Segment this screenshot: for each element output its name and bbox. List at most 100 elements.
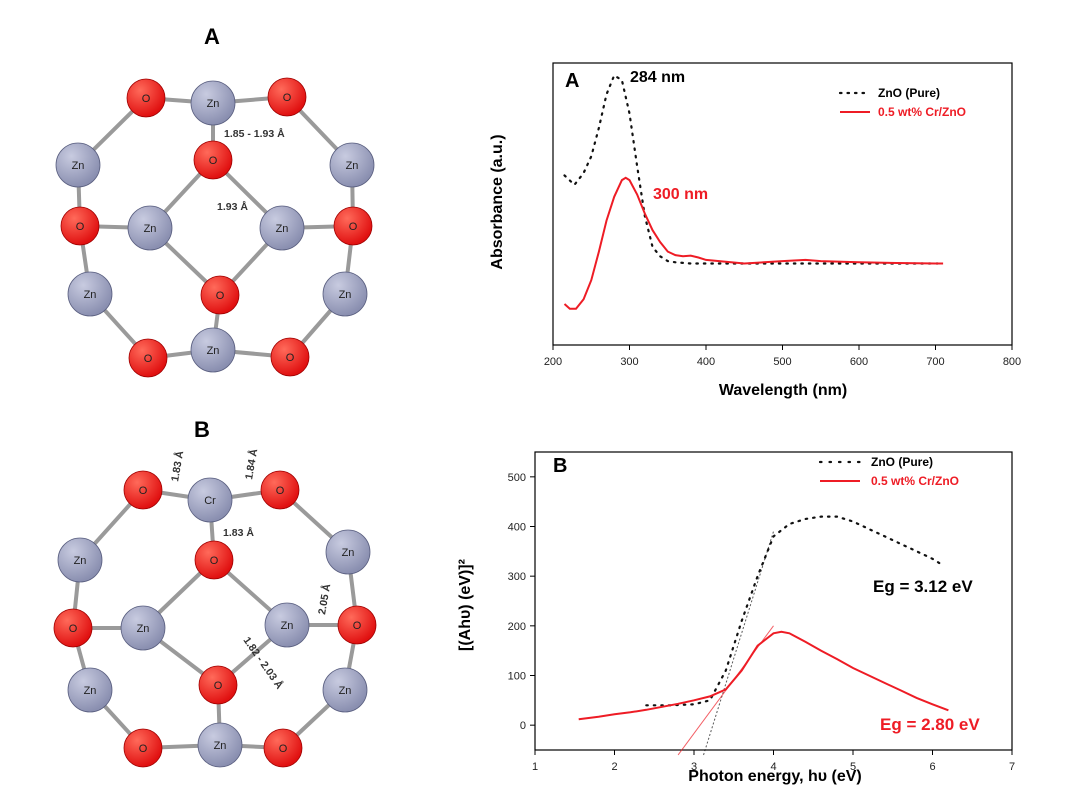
struct-a-atom-label: Zn: [207, 98, 220, 110]
struct-a-atom-oxygen: [270, 337, 310, 377]
struct-a-atom-metal: [190, 327, 236, 373]
chart-a-x-tick-label: 700: [926, 356, 944, 368]
struct-b-atom-label: Zn: [74, 555, 87, 567]
chart-b-y-tick-label: 0: [520, 720, 526, 732]
struct-a-atom-label: O: [349, 221, 358, 233]
chart-b-x-tick-label: 7: [1009, 761, 1015, 773]
chart-a-series-cr-zno: [563, 176, 944, 310]
struct-a-atom-label: Zn: [276, 223, 289, 235]
struct-a-atom-label: O: [216, 290, 225, 302]
chart-b-legend-label-zno: ZnO (Pure): [871, 455, 933, 469]
panel-a-label: A: [204, 24, 220, 49]
struct-b-atom-label: O: [139, 743, 148, 755]
struct-a-atom-metal: [259, 205, 305, 251]
struct-a-atom-metal: [329, 142, 375, 188]
chart-b-x-tick-label: 5: [850, 761, 856, 773]
struct-b-atom-metal: [187, 477, 233, 523]
struct-b-atom-metal: [67, 667, 113, 713]
struct-b-bond-length-label: 2.05 Å: [315, 582, 333, 615]
struct-b-atom-label: O: [353, 620, 362, 632]
struct-b-atom-oxygen: [337, 605, 377, 645]
chart-b-y-tick-label: 400: [508, 522, 526, 534]
absorbance-chart: A Wavelength (nm) Absorbance (a.u.) 284 …: [489, 62, 1021, 399]
struct-b-atom-label: Zn: [84, 685, 97, 697]
struct-a-atom-oxygen: [333, 206, 373, 246]
chart-a-x-tick-label: 300: [620, 356, 638, 368]
chart-a-series-zno-pure: [563, 73, 945, 265]
struct-b-atom-oxygen: [53, 608, 93, 648]
struct-b-atom-metal: [120, 605, 166, 651]
struct-b-bond-length-label: 1.83 Å: [223, 526, 254, 539]
chart-b-x-tick-label: 6: [929, 761, 935, 773]
chart-b-annotation-zno: Eg = 3.12 eV: [873, 577, 973, 596]
struct-b-atom-metal: [197, 722, 243, 768]
struct-a-atom-label: O: [209, 155, 218, 167]
struct-b-atom-metal: [264, 602, 310, 648]
struct-b-atom-label: Zn: [339, 685, 352, 697]
struct-a-atom-metal: [322, 271, 368, 317]
struct-a-atom-label: Zn: [346, 160, 359, 172]
chart-b-series-zno-pure: [645, 515, 942, 707]
struct-b-atom-oxygen: [123, 470, 163, 510]
chart-a-x-tick-label: 200: [544, 356, 562, 368]
struct-a-atom-label: O: [142, 93, 151, 105]
chart-b-y-tick-label: 300: [508, 571, 526, 583]
struct-b-atom-oxygen: [123, 728, 163, 768]
chart-b-legend-label-cr: 0.5 wt% Cr/ZnO: [871, 474, 959, 488]
struct-a-atom-oxygen: [200, 275, 240, 315]
struct-b-atom-label: O: [139, 485, 148, 497]
chart-b-tangent-line: [703, 531, 774, 756]
chart-a-x-tick-label: 400: [697, 356, 715, 368]
chart-a-legend-label-zno: ZnO (Pure): [878, 86, 940, 100]
chart-a-annotation-300: 300 nm: [653, 186, 708, 203]
chart-b-x-tick-label: 3: [691, 761, 697, 773]
struct-a-atom-oxygen: [128, 338, 168, 378]
chart-a-annotation-284: 284 nm: [630, 69, 685, 86]
chart-a-x-tick-label: 500: [773, 356, 791, 368]
chart-b-x-tick-label: 4: [770, 761, 776, 773]
chart-b-annotation-cr: Eg = 2.80 eV: [880, 715, 980, 734]
chart-a-x-axis-label: Wavelength (nm): [719, 382, 847, 399]
struct-b-atom-label: Zn: [214, 740, 227, 752]
struct-a-atom-oxygen: [126, 78, 166, 118]
struct-b-atom-label: Zn: [281, 620, 294, 632]
struct-b-atom-oxygen: [194, 540, 234, 580]
struct-b-atom-label: O: [214, 680, 223, 692]
struct-b-atom-label: O: [210, 555, 219, 567]
struct-b-atom-metal: [325, 529, 371, 575]
struct-b-atom-oxygen: [198, 665, 238, 705]
struct-a-atom-metal: [190, 80, 236, 126]
struct-a-atom-label: Zn: [207, 345, 220, 357]
struct-b-atom-label: O: [276, 485, 285, 497]
struct-b-bond-length-label: 1.84 Å: [242, 447, 260, 480]
struct-b-atom-metal: [322, 667, 368, 713]
struct-b-atom-oxygen: [260, 470, 300, 510]
tauc-plot-chart: B Photon energy, hυ (eV) [(Ahυ) (eV)]² E…: [457, 451, 1015, 785]
chart-b-x-tick-label: 2: [611, 761, 617, 773]
chart-b-series-cr-zno: [578, 630, 949, 721]
struct-a-atom-metal: [55, 142, 101, 188]
struct-b-atom-oxygen: [263, 728, 303, 768]
struct-b-bond-length-label: 1.83 Å: [168, 449, 186, 482]
struct-b-atom-label: Zn: [342, 547, 355, 559]
struct-b-atom-metal: [57, 537, 103, 583]
chart-b-y-tick-label: 200: [508, 621, 526, 633]
struct-a-atom-oxygen: [60, 206, 100, 246]
chart-a-x-tick-label: 600: [850, 356, 868, 368]
chart-b-y-axis-label: [(Ahυ) (eV)]²: [457, 559, 474, 651]
chart-b-x-tick-label: 1: [532, 761, 538, 773]
struct-a-bond-length-label: 1.93 Å: [217, 200, 248, 213]
struct-b-atom-label: Zn: [137, 623, 150, 635]
chart-a-x-tick-label: 800: [1003, 356, 1021, 368]
chart-b-x-axis-label: Photon energy, hυ (eV): [688, 768, 861, 785]
struct-a-atom-label: O: [144, 353, 153, 365]
struct-a-atom-label: O: [286, 352, 295, 364]
struct-b-atom-label: O: [279, 743, 288, 755]
struct-b-atom-label: O: [69, 623, 78, 635]
panel-b-label: B: [194, 417, 210, 442]
chart-b-plot-frame: [534, 451, 1013, 751]
chart-b-y-tick-label: 500: [508, 472, 526, 484]
